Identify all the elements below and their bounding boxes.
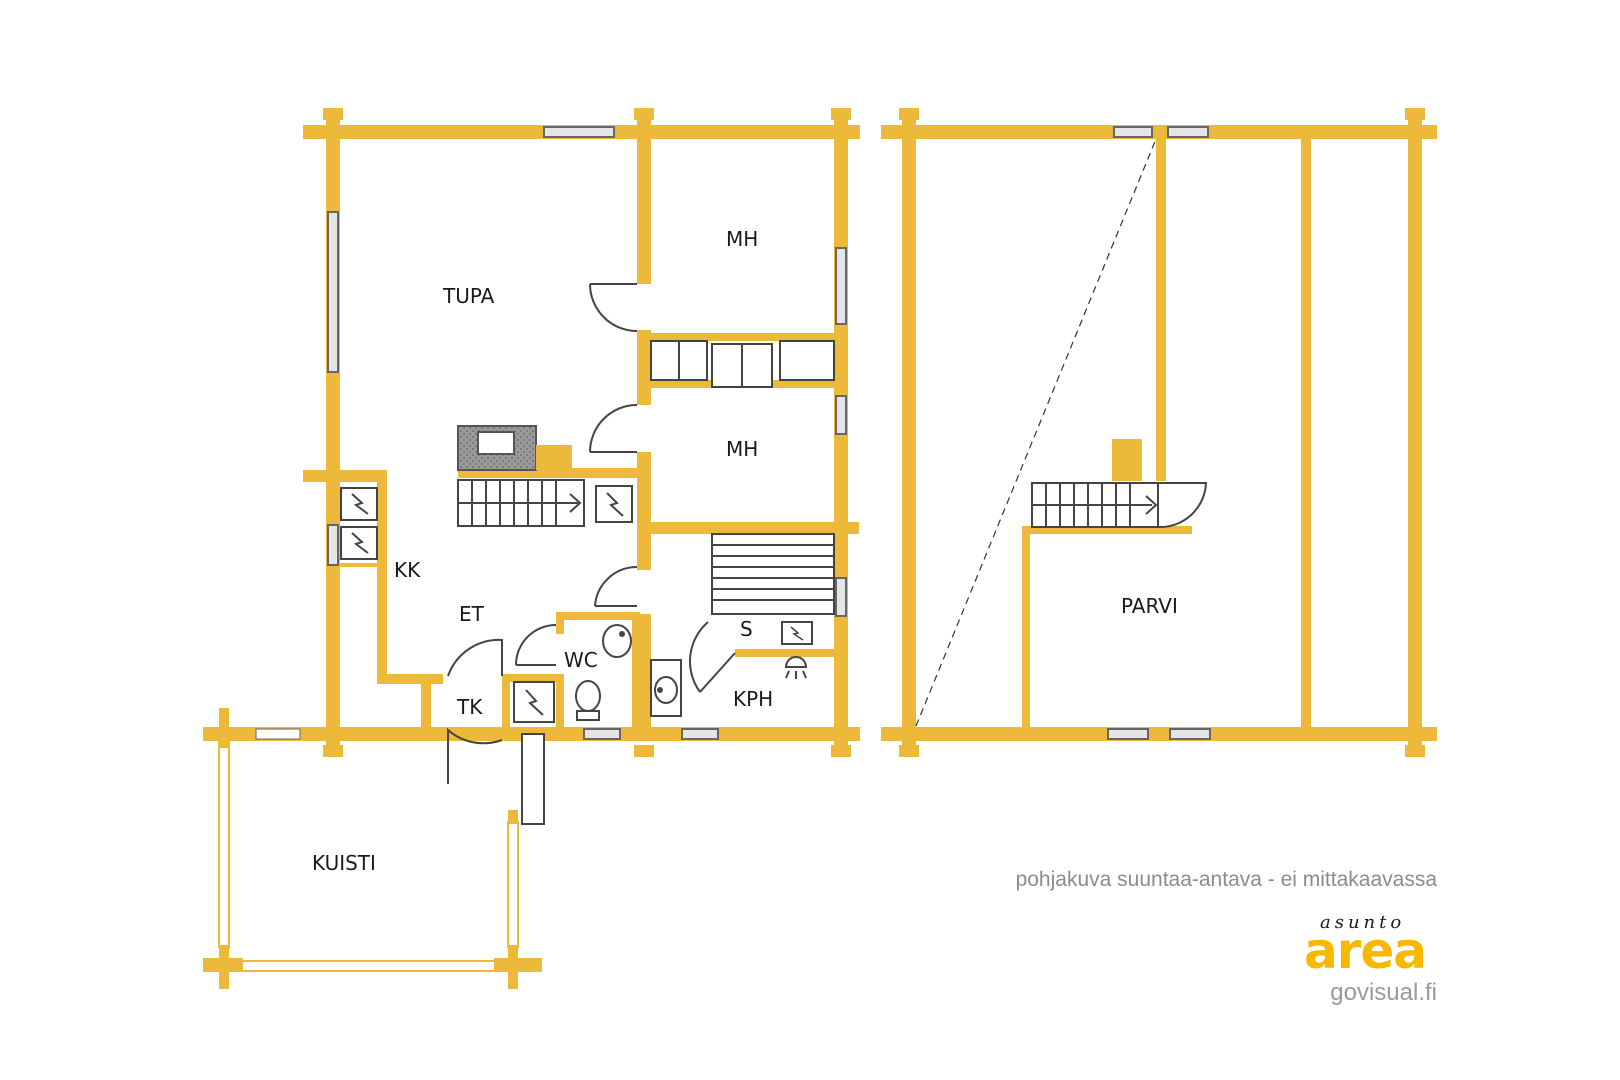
window (1113, 126, 1153, 138)
upper-windows (1107, 126, 1211, 740)
window (327, 524, 339, 566)
window (835, 577, 847, 617)
porch-corner (219, 945, 229, 989)
upper-wall-loft (1022, 526, 1030, 727)
room-label-wc: WC (564, 648, 598, 672)
wall-center-mid (637, 330, 651, 405)
wall-kitchen-bottom (377, 674, 443, 684)
wall-wardrobe-top (637, 333, 834, 341)
upper-staircase (1031, 482, 1208, 529)
upper-wall-east (1408, 112, 1422, 754)
wall-wc-left (556, 612, 564, 634)
roof-slope-line (915, 138, 1157, 727)
wall-wc-top (556, 612, 640, 620)
brand-name: area (1304, 922, 1426, 980)
toilet-icon (575, 680, 601, 721)
sink-icon (602, 624, 632, 658)
doors (447, 283, 736, 784)
stove-icon (595, 485, 633, 523)
chimney (1112, 439, 1142, 481)
stove-icon (340, 487, 378, 521)
wall-tk-left (421, 674, 431, 734)
window (327, 211, 339, 373)
wall-west (326, 112, 340, 754)
porch-side-rail (218, 740, 230, 948)
window (835, 395, 847, 435)
wall-wc-bottom-left (556, 674, 564, 732)
upper-wall-north (881, 125, 1437, 139)
window (583, 728, 621, 740)
window (543, 126, 615, 138)
windows (327, 126, 847, 740)
room-label-kph: KPH (733, 687, 773, 711)
scale-note: pohjakuva suuntaa-antava - ei mittakaava… (1016, 868, 1438, 891)
sink-icon (650, 659, 682, 717)
upper-wall-inner (1301, 139, 1311, 727)
room-labels: TUPA MH MH KK ET WC TK S KPH KUISTI PARV… (312, 227, 1178, 875)
stove-icon (513, 681, 555, 723)
porch-front-rail (228, 960, 509, 972)
wall-tk-top (502, 674, 562, 682)
wardrobes (650, 340, 835, 388)
room-label-parvi: PARVI (1121, 594, 1178, 618)
kitchen-counter-edge (340, 563, 378, 567)
room-label-mh-upper: MH (726, 227, 758, 251)
wall-tk-right (502, 674, 510, 734)
upper-wall-south (881, 727, 1437, 741)
door-mh-upper (589, 283, 638, 332)
sauna-benches (711, 533, 835, 615)
door-sauna (689, 621, 736, 693)
brand-logo: asunto area govisual.fi (1304, 912, 1437, 1006)
stove-icon (340, 526, 378, 560)
wall-center-top (637, 112, 651, 284)
window (681, 728, 719, 740)
door-kph (594, 565, 638, 607)
room-label-s: S (740, 617, 753, 641)
fireplace (457, 425, 572, 471)
upper-wall-west (902, 112, 916, 754)
brand-url: govisual.fi (1330, 979, 1437, 1006)
wall-south (303, 727, 860, 741)
wall-mh-bath (637, 522, 859, 534)
wall-center-low (637, 452, 651, 570)
brand-tagline: asunto (1320, 912, 1405, 933)
porch-bench (521, 733, 545, 825)
porch-window (255, 728, 301, 740)
window (1167, 126, 1209, 138)
room-label-mh-lower: MH (726, 437, 758, 461)
porch-corner (508, 945, 518, 989)
room-label-kuisti: KUISTI (312, 851, 376, 875)
staircase (457, 479, 585, 527)
stair-wall (458, 468, 638, 478)
porch-post (219, 708, 229, 748)
ground-floor (203, 108, 860, 989)
upper-floor (881, 108, 1437, 757)
window (835, 247, 847, 325)
room-label-et: ET (459, 602, 485, 626)
door-entry (447, 638, 503, 784)
wall-center-bottom (637, 614, 651, 741)
upper-walls (881, 108, 1437, 757)
porch (203, 708, 545, 989)
window (1169, 728, 1211, 740)
porch-side-rail (507, 821, 519, 948)
wall-wc-right (632, 612, 640, 732)
upper-wall-inner (1156, 139, 1166, 481)
shower-icon (784, 656, 808, 679)
wall-kitchen-top (303, 470, 387, 482)
upper-wall-loft (1022, 526, 1192, 534)
door-mh-lower (589, 404, 638, 453)
room-label-tupa: TUPA (442, 284, 495, 308)
wall-kitchen-side (377, 470, 387, 683)
door-wc (515, 624, 557, 666)
room-label-kk: KK (394, 558, 421, 582)
log-ends (323, 108, 851, 757)
room-label-tk: TK (456, 695, 483, 719)
wall-sauna (735, 649, 835, 657)
porch-post (508, 810, 518, 824)
window (1107, 728, 1149, 740)
sauna-stove-icon (781, 621, 813, 645)
